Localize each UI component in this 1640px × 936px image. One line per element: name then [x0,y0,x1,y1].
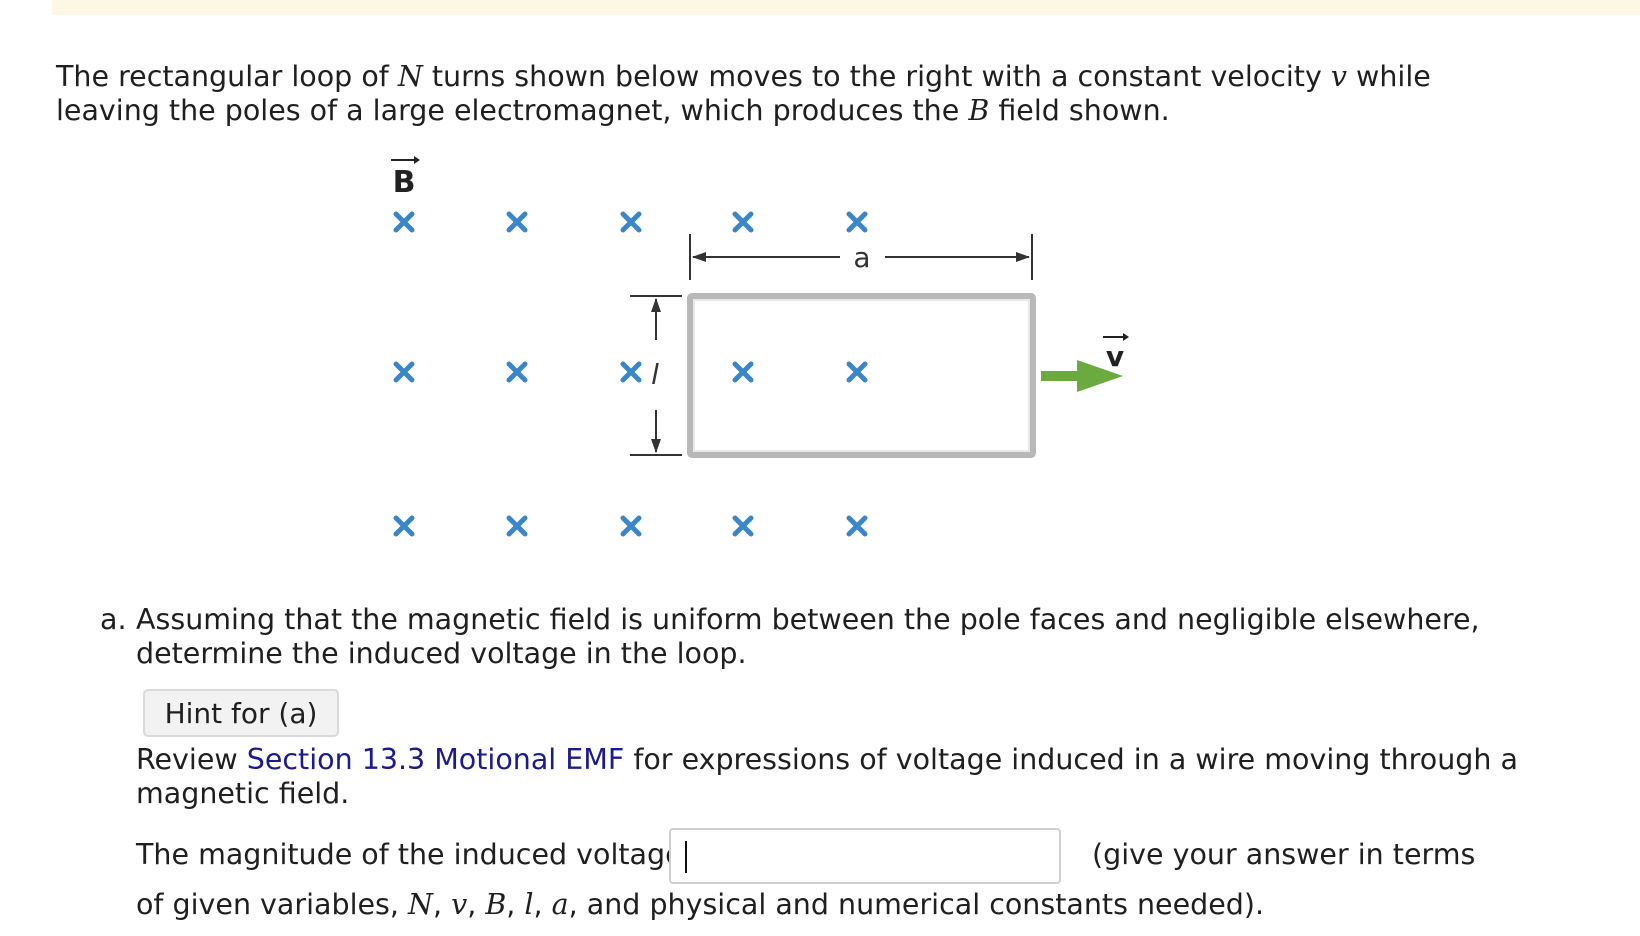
field-x-icon [396,214,412,230]
field-label-B: B [391,156,420,200]
question-a-text: Assuming that the magnetic field is unif… [136,603,1480,670]
field-x-icon [509,364,525,380]
question-a-label: a. [100,603,127,636]
field-x-icon [396,364,412,380]
velocity-arrow: v [1041,333,1129,392]
field-x-icon [396,518,412,534]
var-N: N [397,60,423,93]
svg-text:a: a [853,241,870,274]
hint-text: Review Section 13.3 Motional EMF for exp… [136,743,1518,810]
field-x-icon [735,518,751,534]
text-caret [685,841,687,873]
svg-text:l: l [651,358,659,391]
field-x-icon [623,364,639,380]
problem-intro: The rectangular loop of N turns shown be… [56,60,1431,127]
svg-text:v: v [1106,340,1124,373]
answer-instructions: (give your answer in terms [1092,838,1476,871]
induced-voltage-input[interactable] [669,828,1061,884]
loop-diagram: B a l [391,156,1129,560]
hint-a-button[interactable]: Hint for (a) [143,689,339,737]
field-x-icon [509,518,525,534]
top-banner [52,0,1640,15]
field-x-icon [735,364,751,380]
var-v: v [1330,60,1347,93]
answer-prompt: The magnitude of the induced voltage is [136,838,715,871]
rectangular-loop [687,293,1036,458]
svg-text:B: B [393,165,416,200]
field-x-icon [509,214,525,230]
section-13-3-link[interactable]: Section 13.3 Motional EMF [246,743,625,776]
field-x-icon [735,214,751,230]
width-dimension: a [689,234,1033,280]
field-x-icon [623,214,639,230]
field-x-icon [849,364,865,380]
height-dimension: l [630,295,682,456]
field-x-icon [849,518,865,534]
var-B: B [968,94,990,127]
field-x-icon [849,214,865,230]
answer-variables-line: of given variables, N, v, B, l, a, and p… [136,888,1265,921]
field-into-page-icons [396,214,865,534]
field-x-icon [623,518,639,534]
